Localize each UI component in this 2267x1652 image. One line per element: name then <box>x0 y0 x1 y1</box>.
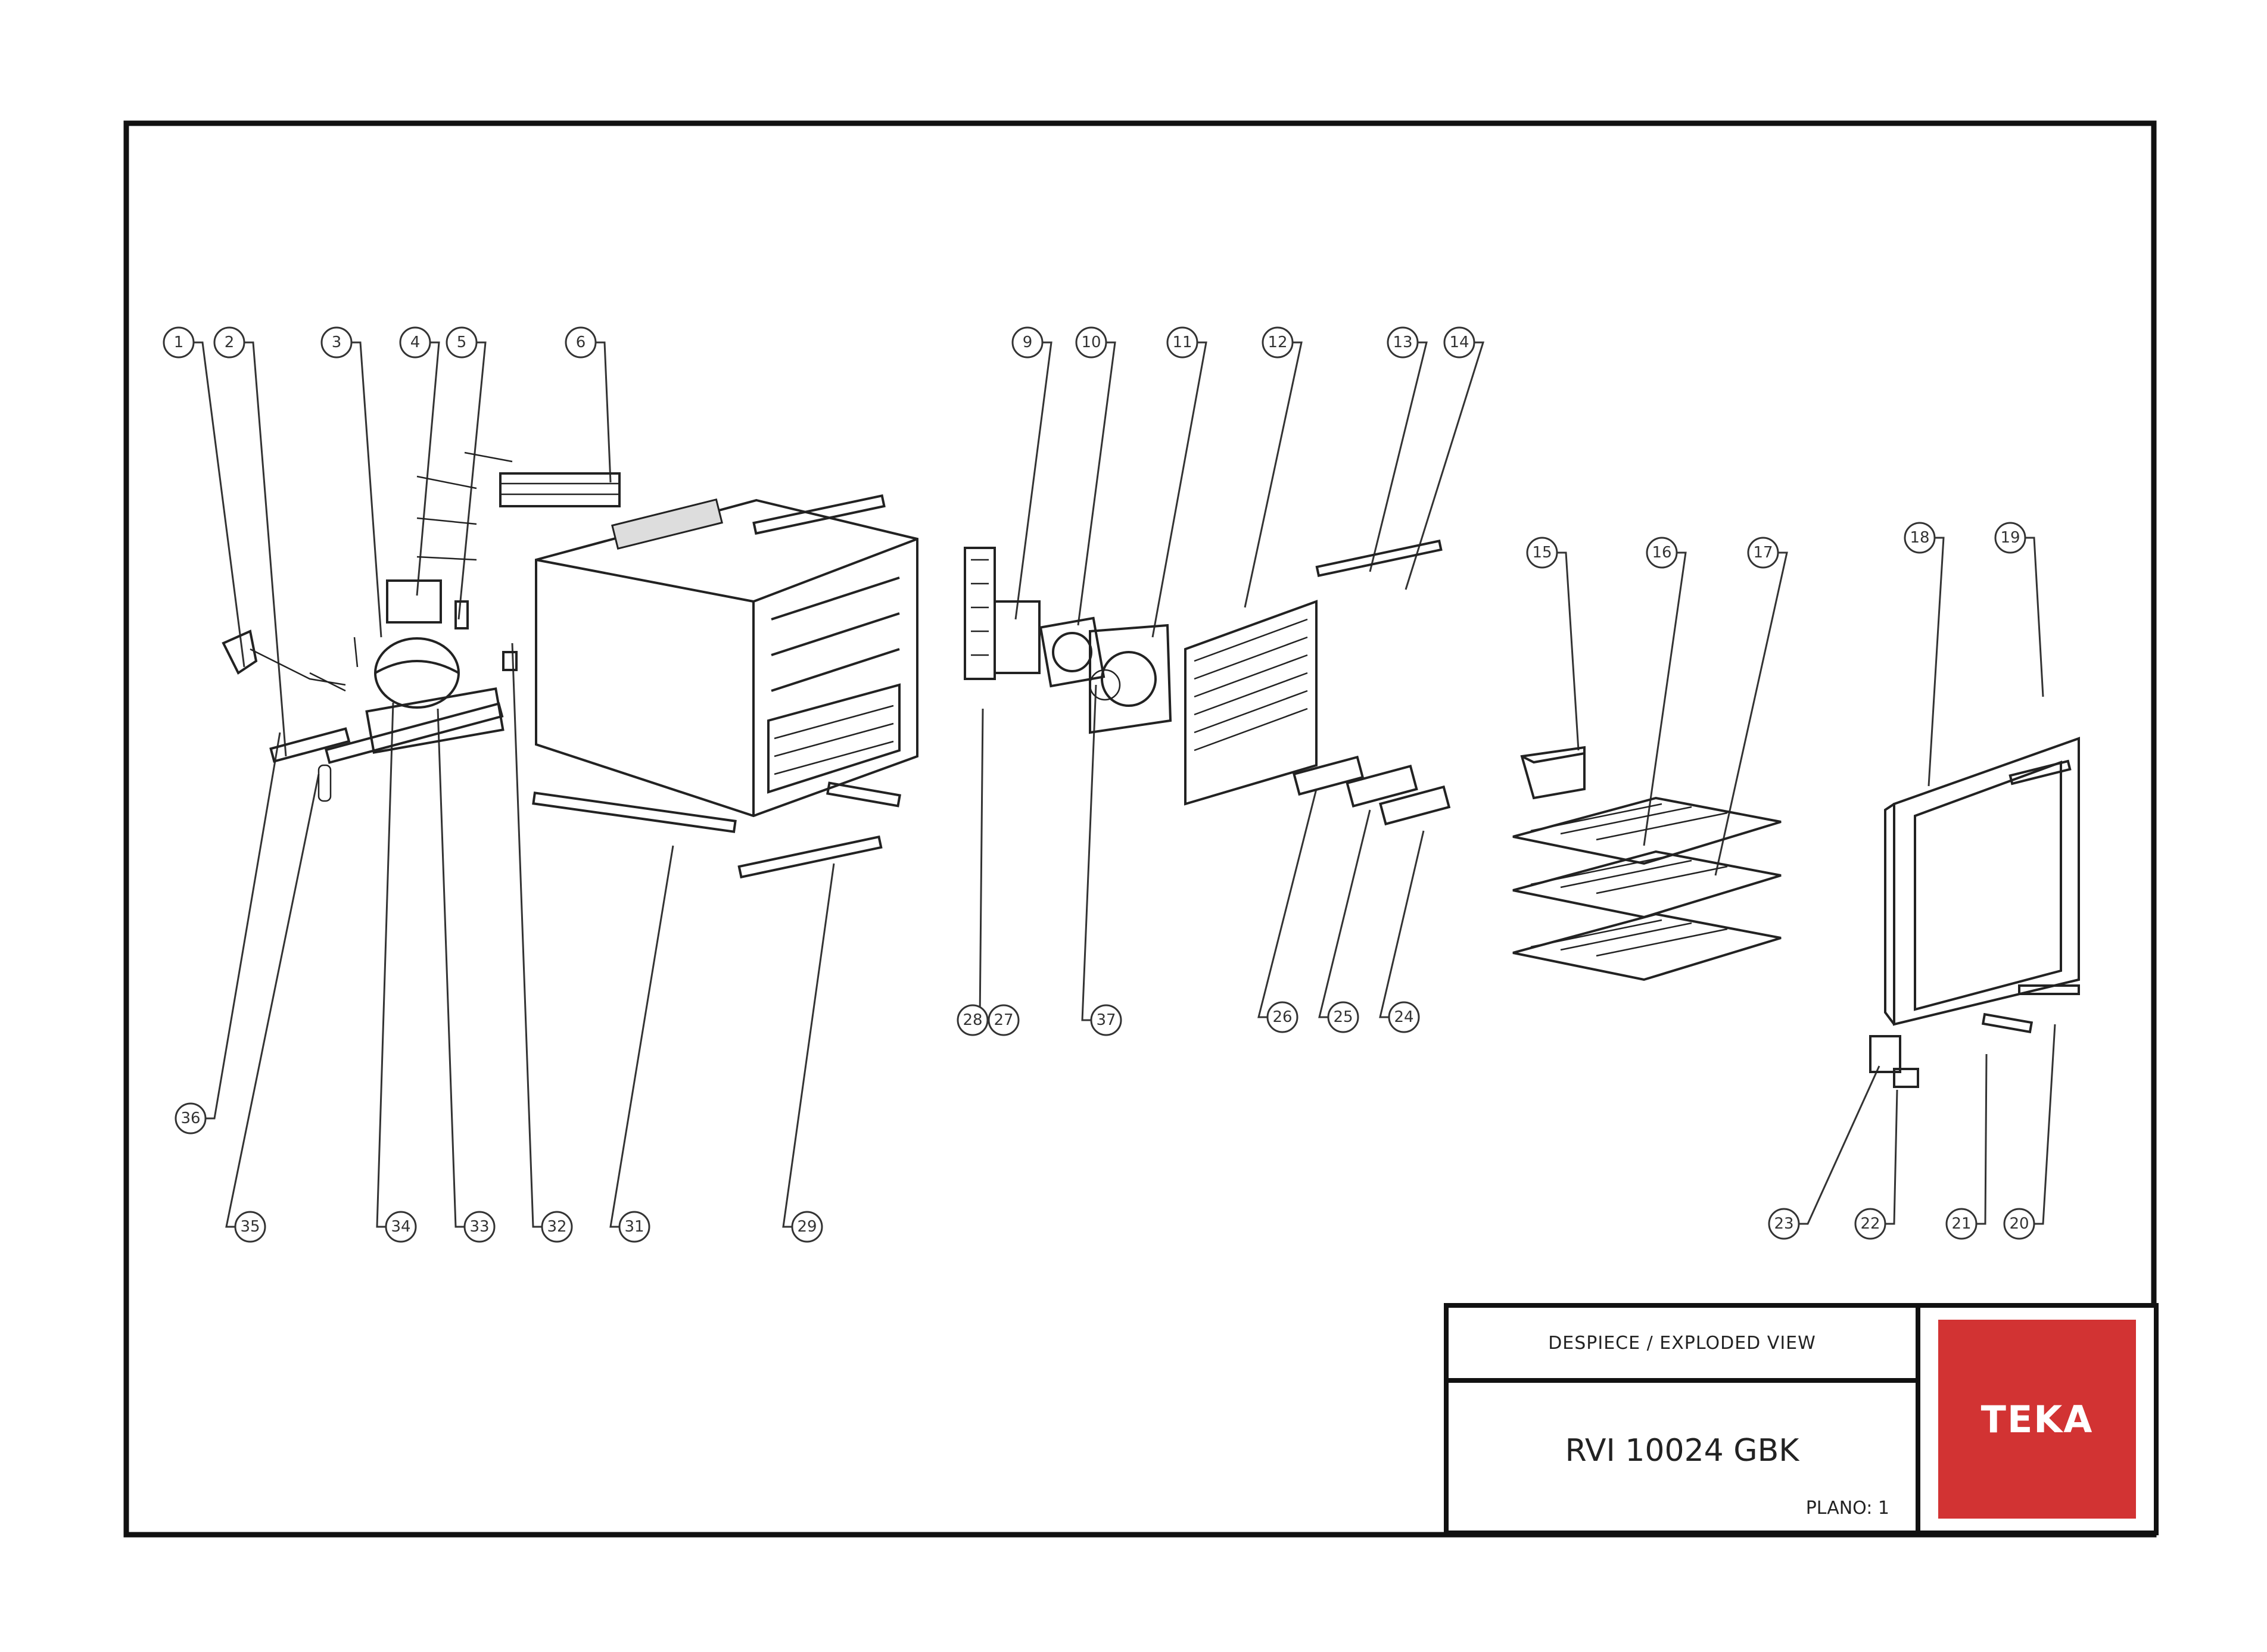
title-block: DESPIECE / EXPLODED VIEW RVI 10024 GBK P… <box>1444 1303 2159 1535</box>
svg-text:10: 10 <box>1081 333 1101 351</box>
shelves <box>1512 796 1782 981</box>
svg-text:14: 14 <box>1449 333 1469 351</box>
callout-5: 5 <box>446 326 478 359</box>
callout-bubbles: 1 2 3 4 5 6 9 10 11 12 13 14 15 16 17 18… <box>163 326 2035 1243</box>
svg-text:4: 4 <box>410 333 421 351</box>
svg-text:15: 15 <box>1532 544 1552 562</box>
callout-18: 18 <box>1904 522 1936 554</box>
svg-text:29: 29 <box>797 1218 817 1236</box>
callout-35: 35 <box>234 1211 266 1243</box>
svg-text:28: 28 <box>963 1011 982 1029</box>
callout-33: 33 <box>463 1211 496 1243</box>
callout-34: 34 <box>385 1211 417 1243</box>
callout-6: 6 <box>565 326 597 359</box>
svg-text:27: 27 <box>994 1011 1013 1029</box>
callout-2: 2 <box>213 326 245 359</box>
svg-text:17: 17 <box>1753 544 1773 562</box>
svg-text:1: 1 <box>174 333 184 351</box>
svg-text:35: 35 <box>240 1218 260 1236</box>
svg-text:11: 11 <box>1172 333 1192 351</box>
svg-text:19: 19 <box>2000 529 2020 547</box>
callout-12: 12 <box>1262 326 1294 359</box>
cabinet-body <box>532 494 918 879</box>
svg-text:34: 34 <box>391 1218 410 1236</box>
svg-text:5: 5 <box>457 333 467 351</box>
title-block-heading: DESPIECE / EXPLODED VIEW <box>1444 1303 1920 1383</box>
svg-text:24: 24 <box>1394 1008 1413 1026</box>
callout-11: 11 <box>1166 326 1198 359</box>
evaporator-fan <box>964 547 1172 734</box>
callout-22: 22 <box>1854 1208 1886 1240</box>
teka-logo: TEKA <box>1938 1320 2136 1519</box>
callout-27: 27 <box>988 1004 1020 1036</box>
svg-text:37: 37 <box>1096 1011 1116 1029</box>
drawing-frame <box>123 120 2157 1538</box>
callout-31: 31 <box>618 1211 650 1243</box>
svg-text:3: 3 <box>332 333 342 351</box>
callout-32: 32 <box>541 1211 573 1243</box>
storage-box <box>1520 746 1586 800</box>
svg-text:31: 31 <box>624 1218 644 1236</box>
title-block-model-cell: RVI 10024 GBK PLANO: 1 <box>1444 1378 1920 1535</box>
svg-text:13: 13 <box>1393 333 1412 351</box>
callout-16: 16 <box>1646 537 1678 569</box>
callout-14: 14 <box>1443 326 1475 359</box>
model-name: RVI 10024 GBK <box>1565 1433 1799 1469</box>
callout-15: 15 <box>1526 537 1558 569</box>
callout-20: 20 <box>2003 1208 2035 1240</box>
callout-4: 4 <box>399 326 431 359</box>
callout-13: 13 <box>1387 326 1419 359</box>
callout-9: 9 <box>1011 326 1044 359</box>
svg-text:20: 20 <box>2009 1215 2029 1233</box>
sheet-number: PLANO: 1 <box>1805 1498 1889 1519</box>
compressor-assembly <box>222 475 518 802</box>
leader-lines <box>194 341 2056 1228</box>
svg-text:6: 6 <box>576 333 586 351</box>
callout-10: 10 <box>1075 326 1107 359</box>
callout-21: 21 <box>1945 1208 1978 1240</box>
svg-text:36: 36 <box>180 1109 200 1127</box>
logo-cell: TEKA <box>1916 1303 2159 1535</box>
svg-text:2: 2 <box>225 333 235 351</box>
condenser <box>464 451 621 507</box>
svg-text:16: 16 <box>1652 544 1671 562</box>
callout-28: 28 <box>957 1004 989 1036</box>
back-panel <box>1184 539 1443 806</box>
svg-text:23: 23 <box>1774 1215 1793 1233</box>
svg-text:18: 18 <box>1910 529 1929 547</box>
svg-text:22: 22 <box>1860 1215 1880 1233</box>
svg-text:32: 32 <box>547 1218 566 1236</box>
callout-24: 24 <box>1388 1001 1420 1033</box>
svg-text:26: 26 <box>1272 1008 1292 1026</box>
callout-1: 1 <box>163 326 195 359</box>
callout-19: 19 <box>1994 522 2026 554</box>
svg-text:12: 12 <box>1268 333 1287 351</box>
callout-36: 36 <box>175 1102 207 1134</box>
svg-text:21: 21 <box>1951 1215 1971 1233</box>
callout-25: 25 <box>1327 1001 1359 1033</box>
svg-text:9: 9 <box>1023 333 1033 351</box>
callout-26: 26 <box>1266 1001 1298 1033</box>
svg-text:25: 25 <box>1333 1008 1353 1026</box>
control-panel <box>1293 755 1451 826</box>
callout-29: 29 <box>791 1211 823 1243</box>
callout-37: 37 <box>1090 1004 1122 1036</box>
glass-door <box>1869 737 2080 1088</box>
callout-17: 17 <box>1747 537 1779 569</box>
callout-3: 3 <box>320 326 353 359</box>
svg-text:33: 33 <box>469 1218 489 1236</box>
callout-23: 23 <box>1768 1208 1800 1240</box>
